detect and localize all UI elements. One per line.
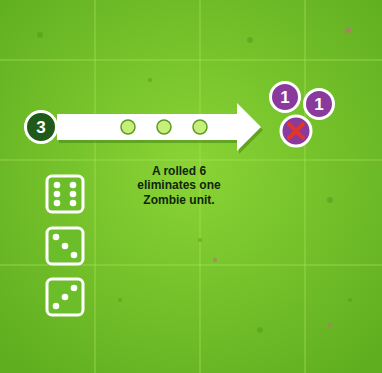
die-three [47, 279, 83, 315]
attack-arrow [57, 103, 263, 154]
die-three [47, 228, 83, 264]
die-six [47, 176, 83, 212]
unit-number: 1 [280, 89, 289, 106]
eliminated-zombie [281, 116, 311, 146]
unit-number: 1 [314, 96, 323, 113]
zombie-unit: 1 [269, 81, 301, 113]
rule-note: A rolled 6 eliminates one Zombie unit. [126, 164, 232, 207]
unit-number: 3 [36, 119, 45, 136]
attack-dice-count: 3 [24, 110, 58, 144]
zombie-unit: 1 [303, 88, 335, 120]
